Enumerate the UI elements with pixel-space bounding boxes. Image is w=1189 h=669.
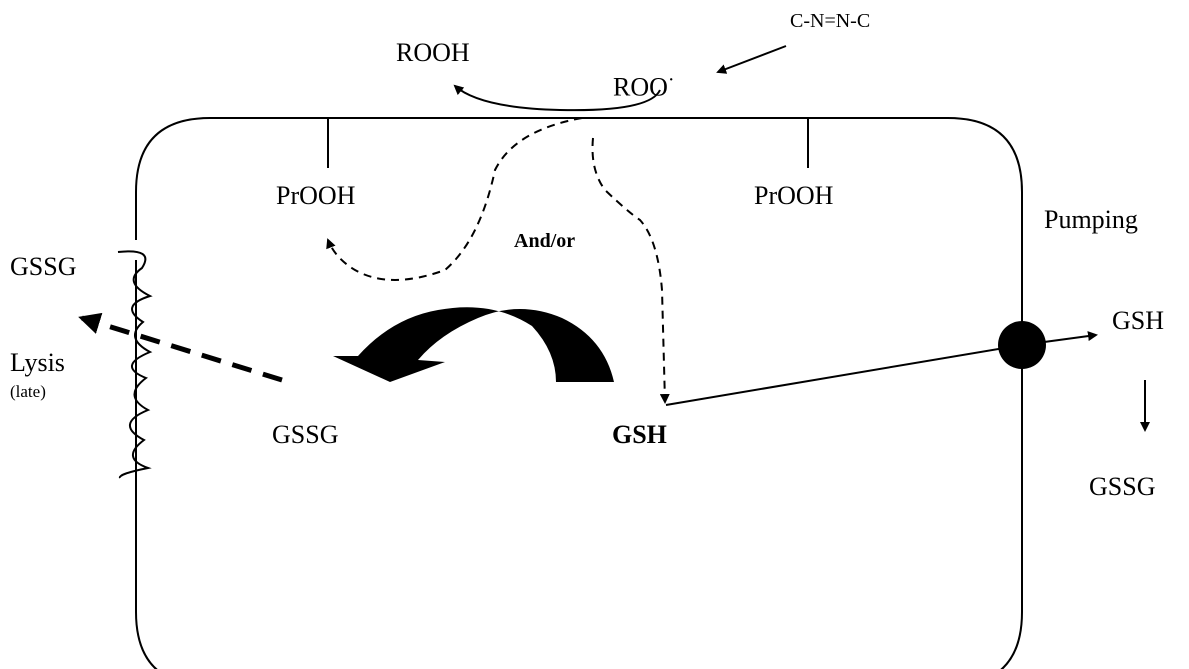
roo-text: ROO (613, 72, 668, 102)
membrane-gap (128, 240, 144, 260)
roo-to-rooh-arrow (453, 84, 661, 112)
gsh-intracellular-label: GSH (612, 420, 667, 449)
gsh-extracellular-label: GSH (1112, 306, 1165, 335)
rooh-label: ROOH (396, 38, 470, 67)
and-or-label: And/or (514, 230, 576, 252)
lysis-squiggle (117, 250, 153, 479)
prooh-left-label: PrOOH (276, 181, 356, 210)
pumping-label: Pumping (1044, 205, 1138, 234)
dashed-to-prooh (326, 117, 583, 281)
gsh-to-pump-line (665, 344, 1023, 406)
azo-initiator-label: C-N=N-C (790, 10, 871, 32)
gssg-efflux-dashed-arrow (78, 312, 283, 383)
cell-membrane (135, 117, 1023, 669)
gssg-extracellular-left-label: GSSG (10, 252, 77, 281)
gssg-extracellular-right-label: GSSG (1089, 472, 1156, 501)
pump-to-gsh-out-arrow (1021, 331, 1098, 346)
radical-dot: · (667, 69, 675, 91)
lysis-label: Lysis (10, 348, 65, 377)
prooh-right-label: PrOOH (754, 181, 834, 210)
roo-radical-label: ROO· (613, 70, 675, 101)
gssg-intracellular-label: GSSG (272, 420, 339, 449)
azo-arrow (716, 45, 787, 74)
lysis-late-label: (late) (10, 382, 46, 401)
gsh-to-gssg-curved-arrow (333, 307, 614, 382)
dashed-to-gsh (591, 137, 670, 404)
